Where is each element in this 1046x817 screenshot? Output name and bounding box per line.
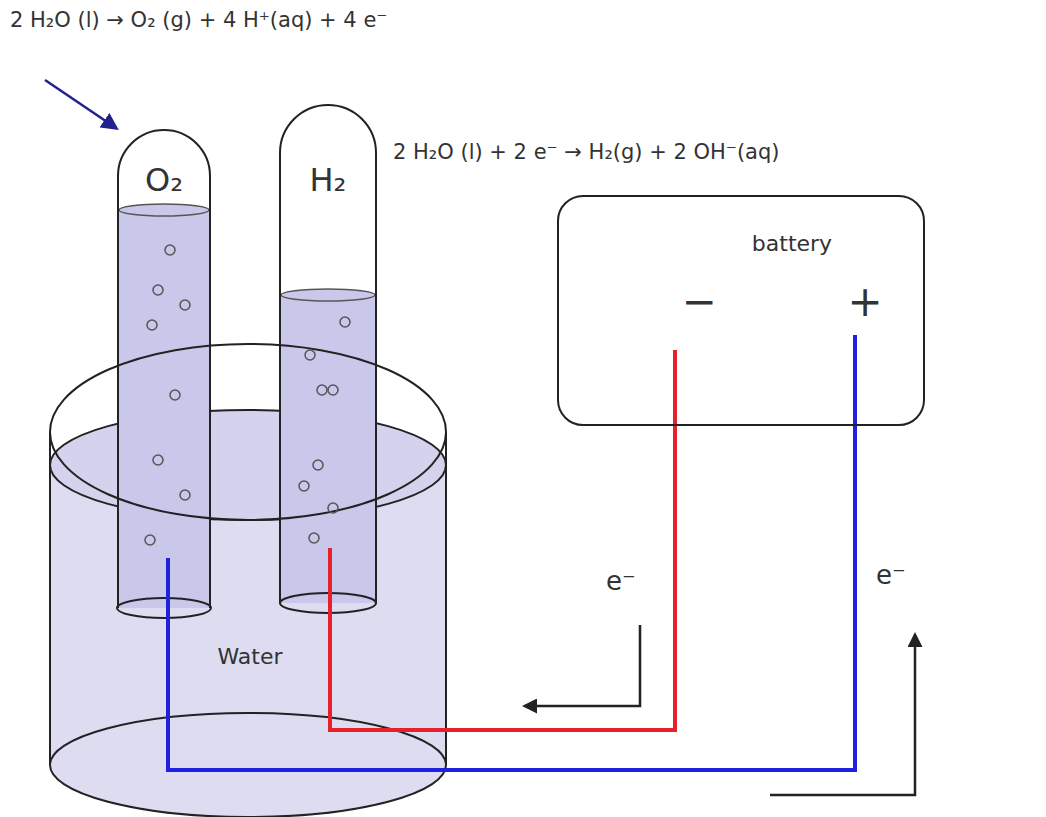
gas-label: H₂: [310, 161, 347, 199]
gas-bubbles: [145, 245, 350, 545]
negative-terminal: −: [681, 277, 716, 326]
beaker-wall: [49, 432, 51, 765]
electron-label: e⁻: [876, 560, 906, 590]
electrode-wire: [328, 548, 332, 606]
leader-arrow: [45, 80, 116, 128]
tube-mouth: [117, 598, 211, 618]
tube-water: [119, 210, 209, 608]
terminal-lead: [853, 335, 857, 426]
beaker-rim: [50, 344, 446, 520]
battery-label: battery: [752, 231, 832, 256]
test-tube: [118, 130, 210, 608]
gas-label: O₂: [145, 161, 183, 199]
electron-label: e⁻: [606, 566, 636, 596]
anode-equation: 2 H₂O (l) → O₂ (g) + 4 H⁺(aq) + 4 e⁻: [10, 8, 387, 32]
beaker: Water: [200, 640, 300, 680]
water-surface: [50, 410, 446, 520]
electrode-wire: [166, 558, 170, 609]
positive-terminal: +: [847, 277, 882, 326]
beaker-water: [50, 410, 446, 817]
oxygen-tube: O₂: [118, 128, 210, 609]
water-label: Water: [217, 644, 282, 669]
cathode-equation: 2 H₂O (l) + 2 e⁻ → H₂(g) + 2 OH⁻(aq): [393, 140, 780, 164]
beaker-wall: [445, 432, 447, 765]
tube-water-level: [281, 289, 375, 301]
electron-flow-arrow: [525, 625, 640, 706]
tube-water-level: [119, 204, 209, 216]
terminal-lead: [673, 350, 677, 426]
hydrogen-tube: H₂: [280, 103, 376, 606]
positive-wire: [168, 426, 855, 770]
test-tube: [280, 105, 376, 603]
negative-wire: [330, 426, 675, 730]
battery-box: battery − +: [557, 195, 925, 426]
